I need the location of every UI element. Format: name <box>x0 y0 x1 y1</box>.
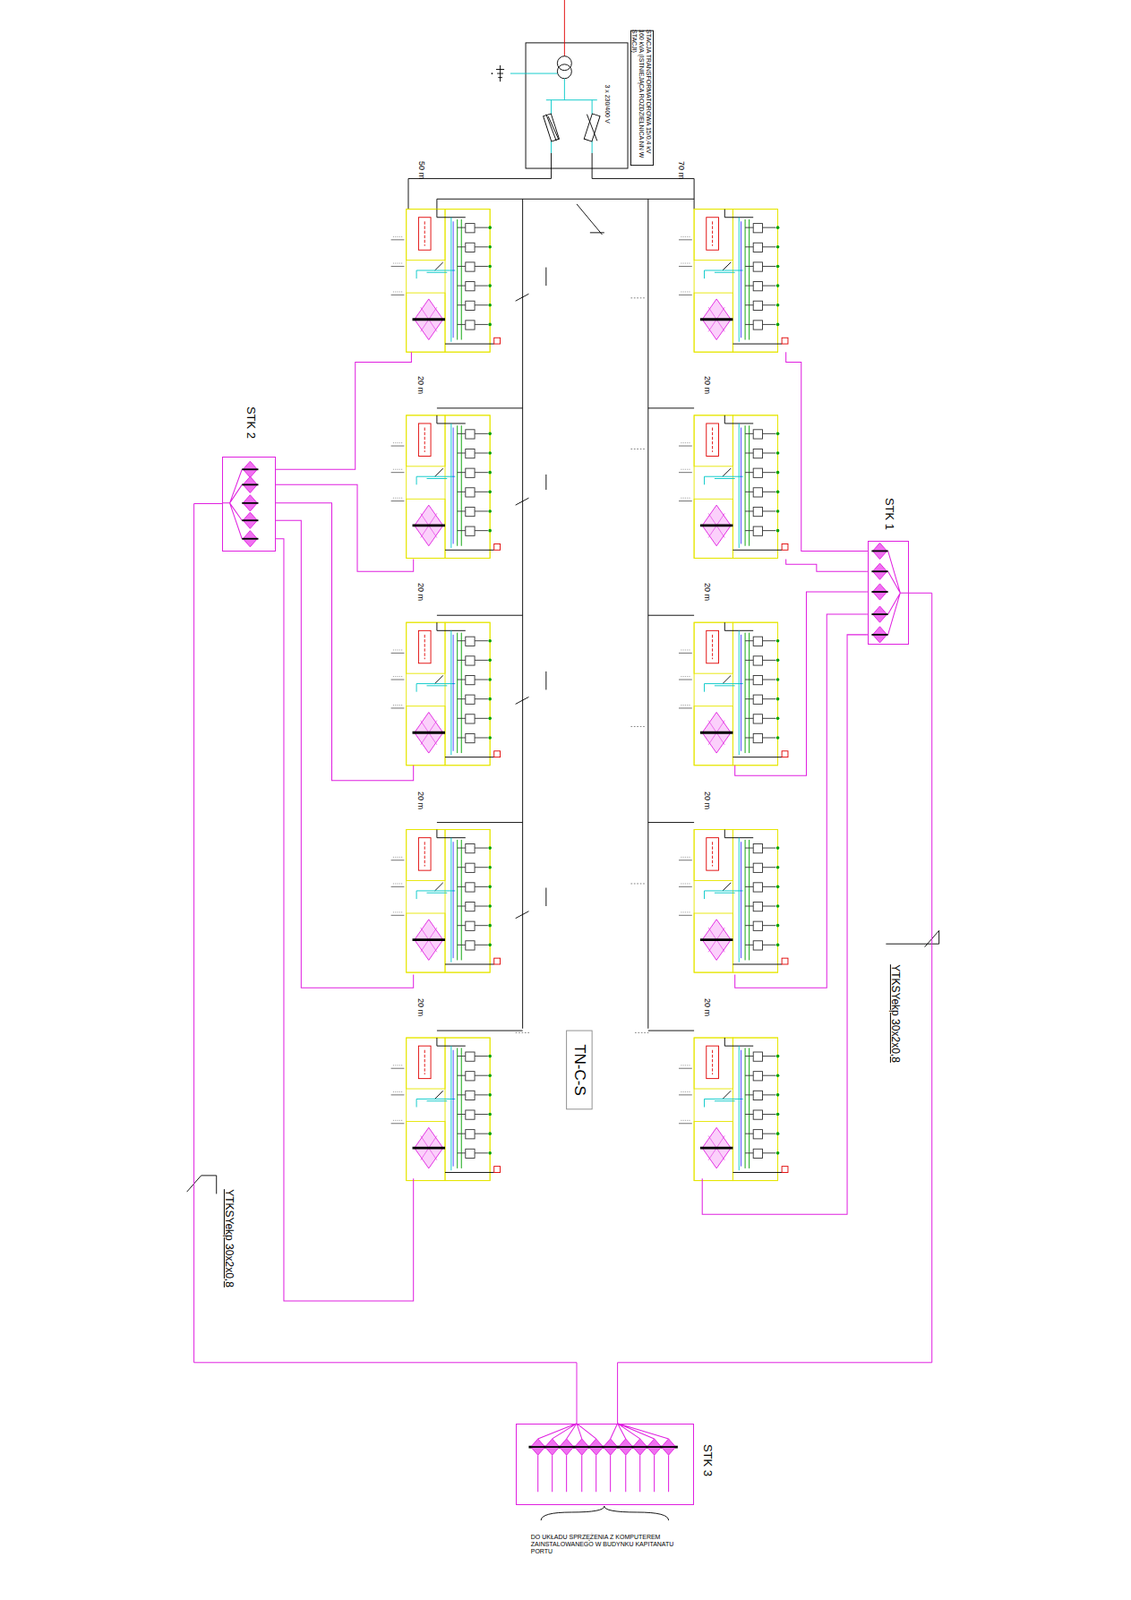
drawing-part <box>735 591 868 776</box>
drawing-part <box>391 622 501 766</box>
drawing-part <box>241 461 258 478</box>
terminal-strips <box>241 461 888 1456</box>
drawing-part <box>530 1439 547 1456</box>
drawing-part <box>241 512 258 529</box>
drawing-part <box>496 65 505 82</box>
drawing-part <box>275 520 414 988</box>
length-label: 70 m <box>676 161 686 180</box>
length-label: 20 m <box>415 998 425 1017</box>
drawing-part <box>391 415 501 559</box>
note-text: DO UKŁADU SPRZĘŻENIA Z KOMPUTEREM ZAINST… <box>531 1533 685 1556</box>
drawing-part <box>678 415 789 559</box>
drawing-part <box>888 550 909 635</box>
drawing-part <box>678 622 789 766</box>
node-heading: STK 2 <box>244 406 258 439</box>
drawing-part <box>436 198 695 1029</box>
drawing-part <box>617 1439 635 1456</box>
drawing-part <box>391 209 501 353</box>
drawing-part <box>786 351 868 551</box>
length-label: 20 m <box>702 582 712 601</box>
drawing-part <box>648 408 695 1031</box>
drawing-part <box>275 484 414 572</box>
signal-wires <box>222 351 909 1492</box>
drawing-part <box>515 298 650 1034</box>
length-label: 20 m <box>702 998 712 1017</box>
station-box: STACJA TRANSFORMATOROWA 15/0,4 kV 160 kV… <box>525 42 628 169</box>
drawing-part <box>871 583 888 600</box>
drawing-part <box>659 1439 677 1456</box>
length-label: 50 m <box>417 161 427 180</box>
drawing-part <box>491 72 494 75</box>
node-heading: STACJA TRANSFORMATOROWA 15/0,4 kV 160 kV… <box>630 29 652 164</box>
cable-type-label: YTKSYekp 30x2x0,8 <box>888 964 901 1063</box>
transformer-station <box>408 0 695 210</box>
drawing-part <box>564 0 566 57</box>
terminal-box: STK 2 <box>222 456 275 552</box>
drawing-part <box>510 73 598 154</box>
cable-connector <box>194 504 577 1425</box>
network-type: TN-C-S <box>570 1044 589 1097</box>
tn-c-s-frame <box>566 1030 592 1110</box>
drawing-part <box>678 1037 789 1182</box>
drawing-part <box>544 1439 561 1456</box>
drawing-part <box>871 563 888 580</box>
drawing-part <box>885 930 939 947</box>
drawing-part <box>241 476 258 493</box>
drawing-part <box>702 634 868 1215</box>
drawing-part <box>678 830 789 974</box>
drawing-part <box>871 606 888 623</box>
drawing-part <box>735 614 868 988</box>
bus-lines <box>436 198 695 1033</box>
drawing-part <box>543 113 560 142</box>
drawing-part <box>602 1439 619 1456</box>
drawing-part <box>275 351 412 470</box>
drawing-part <box>525 42 628 169</box>
drawing-part <box>391 830 501 974</box>
drawing-part <box>871 542 888 559</box>
cable-markers <box>187 930 940 1521</box>
drawing-part <box>646 1439 663 1456</box>
drawing-part <box>408 153 695 210</box>
drawing-part <box>566 1030 592 1110</box>
drawing-part <box>436 408 523 1031</box>
drawing-part <box>630 30 653 165</box>
terminal-box: STK 1 <box>867 540 909 645</box>
drawing-part <box>574 1439 591 1456</box>
drawing-part <box>222 469 243 539</box>
distribution-cabinets <box>391 209 789 1182</box>
drawing-part <box>556 56 572 71</box>
drawing-part <box>786 559 868 573</box>
drawing-part <box>546 114 598 142</box>
length-label: 20 m <box>702 376 712 395</box>
length-label: 20 m <box>415 791 425 810</box>
drawing-part <box>241 495 258 512</box>
drawing-part <box>556 64 572 79</box>
drawing-part <box>538 1455 669 1492</box>
drawing-part <box>588 1439 605 1456</box>
drawing-part <box>540 1506 669 1521</box>
length-label: 20 m <box>702 791 712 810</box>
drawing-part <box>538 1423 669 1440</box>
drawing-part <box>678 209 789 353</box>
drawing-part <box>558 1439 575 1456</box>
node-heading: STK 1 <box>882 497 896 531</box>
drawing-part <box>871 626 888 643</box>
terminal-box: STK 3 <box>515 1423 695 1506</box>
node-text: 3 x 230/400 V <box>603 85 611 124</box>
drawing-part <box>632 1439 649 1456</box>
drawing-part <box>187 1175 217 1195</box>
drawing-part <box>241 531 258 548</box>
cable-type-label: YTKSYekp 30x2x0,8 <box>222 1189 235 1288</box>
cable-connector <box>617 592 933 1424</box>
drawing-part <box>391 1037 501 1182</box>
drawing-part <box>275 539 414 1302</box>
node-heading: STK 3 <box>700 1444 714 1477</box>
length-label: 20 m <box>415 582 425 601</box>
drawing-part <box>583 113 600 142</box>
length-label: 20 m <box>415 376 425 395</box>
drawing-part <box>275 503 414 781</box>
drawing-part <box>515 204 605 919</box>
